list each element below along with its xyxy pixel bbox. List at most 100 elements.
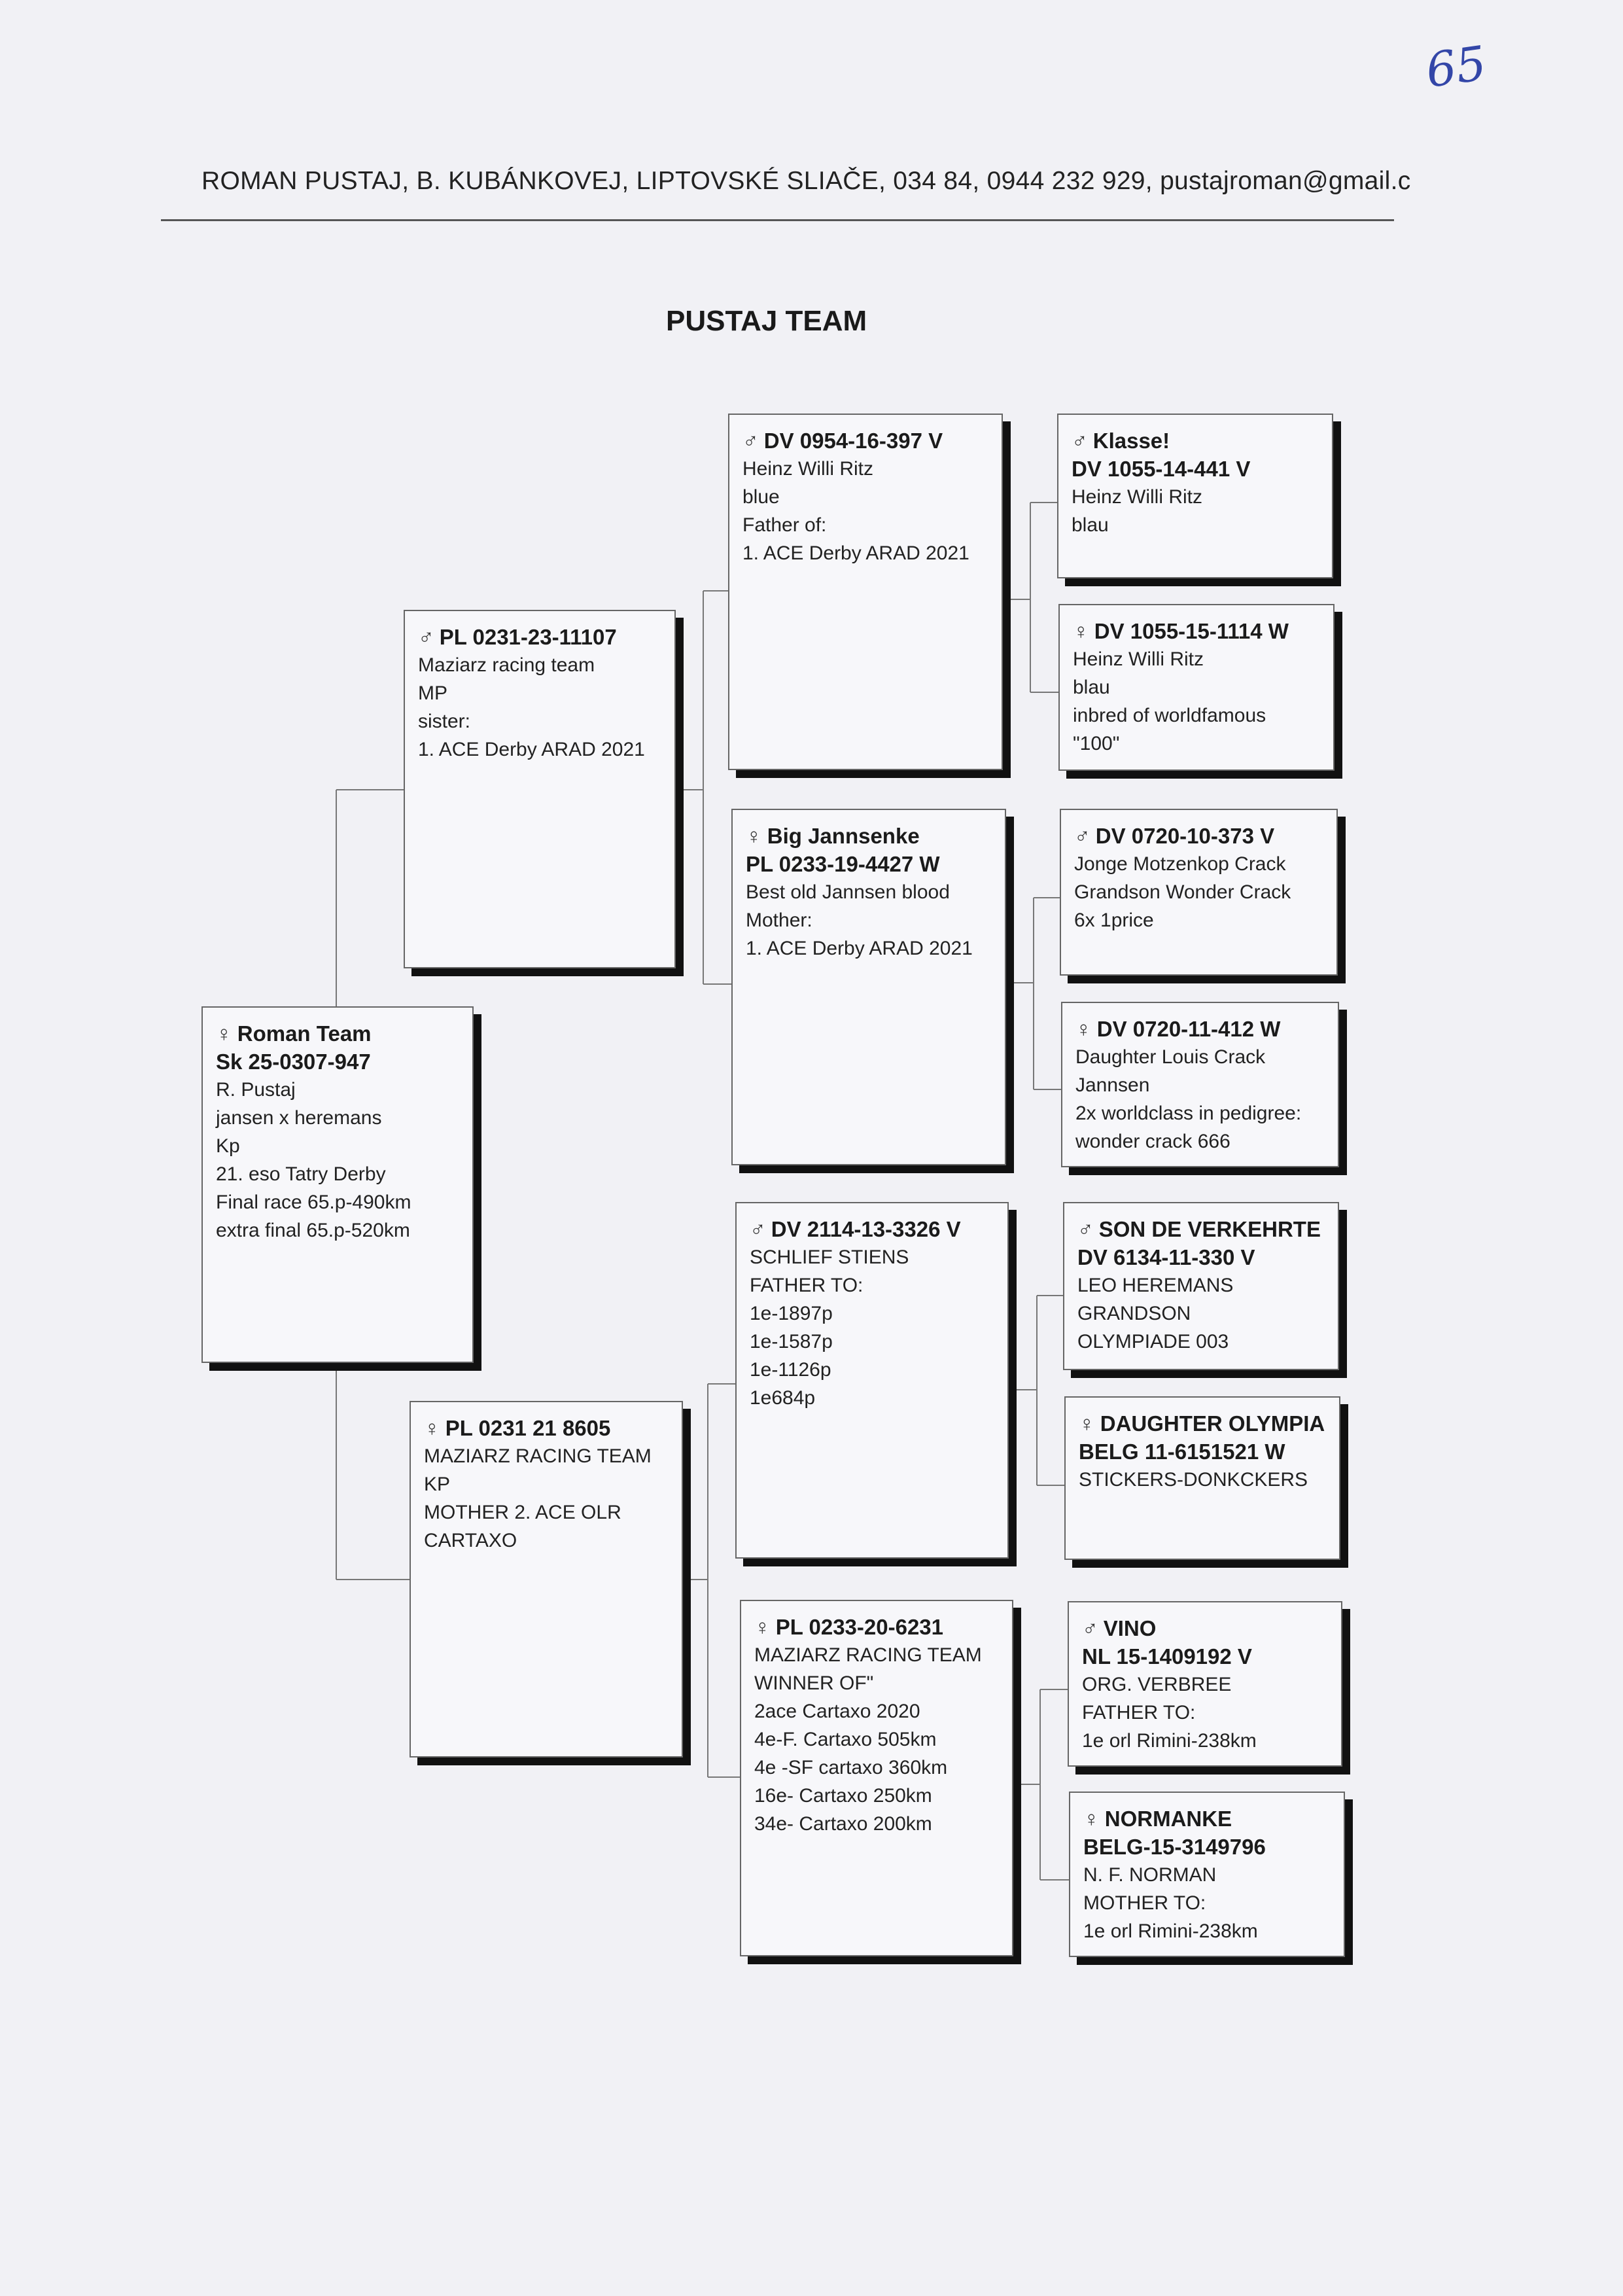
pedigree-box-dd-dam: ♀NORMANKE BELG-15-3149796 N. F. NORMAN MOTH… [1069,1792,1345,1957]
bird-info-line: 1e orl Rimini-238km [1083,1920,1258,1942]
bird-name-heading: ♀PL 0231 21 8605 [424,1414,670,1442]
bird-info-line: SCHLIEF STIENS [750,1246,909,1268]
bird-info-line: MOTHER TO: [1083,1892,1206,1914]
female-symbol-icon: ♀ [216,1021,232,1046]
bird-info-line: 21. eso Tatry Derby [216,1163,386,1185]
heading-text: DV 1055-14-441 V [1072,457,1251,481]
bird-name-heading: ♂DV 0954-16-397 V [742,427,990,455]
heading-text: DV 0954-16-397 V [763,429,943,453]
heading-text: VINO [1103,1616,1157,1640]
heading-text: PL 0231-23-11107 [439,625,617,649]
bird-info-line: inbred of worldfamous [1073,705,1266,726]
bird-info-line: Best old Jannsen blood [746,881,950,903]
male-symbol-icon: ♂ [742,429,759,453]
bird-info-line: STICKERS-DONKCKERS [1079,1469,1308,1491]
heading-text: Sk 25-0307-947 [216,1050,371,1074]
pedigree-box-dam-sire: ♂DV 2114-13-3326 V SCHLIEF STIENS FATHER T… [735,1202,1009,1559]
bird-info-line: 16e- Cartaxo 250km [754,1785,932,1807]
bird-info-line: FATHER TO: [1082,1702,1196,1723]
heading-text: DV 0720-10-373 V [1095,824,1275,848]
connector-dam [683,1383,740,1778]
bird-info-line: 34e- Cartaxo 200km [754,1813,932,1835]
male-symbol-icon: ♂ [1077,1217,1094,1241]
bird-info-line: Heinz Willi Ritz [1073,648,1204,670]
bird-info-line: MAZIARZ RACING TEAM [424,1445,652,1467]
bird-info-line: 1e-1126p [750,1359,831,1381]
bird-info-line: sister: [418,711,471,732]
bird-name-heading: ♀Roman Team [216,1019,461,1048]
bird-name-heading: ♂DV 2114-13-3326 V [750,1215,996,1243]
heading-text: PL 0233-19-4427 W [746,852,940,876]
bird-info-line: 1e orl Rimini-238km [1082,1730,1257,1752]
bird-info-line: blau [1072,514,1109,536]
ring-number: PL 0233-19-4427 W [746,850,993,878]
bird-info-line: 1e684p [750,1387,816,1409]
heading-text: NORMANKE [1104,1807,1232,1831]
bird-info-line: OLYMPIADE 003 [1077,1331,1229,1352]
bird-info-line: 4e-F. Cartaxo 505km [754,1729,937,1750]
heading-text: Big Jannsenke [767,824,920,848]
bird-info-line: N. F. NORMAN [1083,1864,1217,1886]
bird-name-heading: ♂DV 0720-10-373 V [1074,822,1325,850]
bird-name-heading: ♀DAUGHTER OLYMPIA [1079,1409,1327,1438]
ring-number: NL 15-1409192 V [1082,1642,1329,1670]
bird-name-heading: ♀DV 1055-15-1114 W [1073,617,1321,645]
female-symbol-icon: ♀ [1075,1017,1092,1041]
bird-info-line: Daughter Louis Crack [1075,1046,1266,1068]
bird-info-line: blue [742,486,780,508]
bird-info-line: FATHER TO: [750,1275,864,1296]
bird-info-line: 1e-1897p [750,1303,833,1324]
connector-sire-sire [1005,502,1058,693]
bird-info-line: Grandson Wonder Crack [1074,881,1291,903]
bird-info-line: 1. ACE Derby ARAD 2021 [418,739,645,760]
male-symbol-icon: ♂ [1074,824,1091,848]
ring-number: DV 6134-11-330 V [1077,1243,1326,1271]
bird-info-line: GRANDSON [1077,1303,1191,1324]
female-symbol-icon: ♀ [1083,1807,1100,1831]
ring-number: BELG 11-6151521 W [1079,1438,1327,1466]
heading-text: DV 2114-13-3326 V [771,1217,961,1241]
bird-info-line: WINNER OF" [754,1672,874,1694]
bird-info-line: 1. ACE Derby ARAD 2021 [746,938,973,959]
ring-number: Sk 25-0307-947 [216,1048,461,1076]
heading-text: BELG-15-3149796 [1083,1835,1266,1859]
female-symbol-icon: ♀ [1079,1411,1095,1436]
bird-info-line: Final race 65.p-490km [216,1192,411,1213]
bird-info-line: Jonge Motzenkop Crack [1074,853,1286,875]
bird-info-line: jansen x heremans [216,1107,382,1129]
bird-info-line: 2x worldclass in pedigree: [1075,1103,1302,1124]
bird-info-line: wonder crack 666 [1075,1131,1230,1152]
heading-text: DV 1055-15-1114 W [1094,619,1289,643]
bird-info-line: Heinz Willi Ritz [742,458,874,480]
bird-info-line: CARTAXO [424,1530,517,1551]
bird-info-line: Father of: [742,514,827,536]
ring-number: BELG-15-3149796 [1083,1833,1332,1861]
connector-dam-sire [1010,1295,1064,1486]
bird-name-heading: ♀DV 0720-11-412 W [1075,1015,1326,1043]
bird-info-line: 2ace Cartaxo 2020 [754,1701,920,1722]
bird-name-heading: ♂VINO [1082,1614,1329,1642]
heading-text: NL 15-1409192 V [1082,1644,1252,1669]
heading-text: DV 0720-11-412 W [1096,1017,1281,1041]
bird-info-line: LEO HEREMANS [1077,1275,1234,1296]
bird-info-line: KP [424,1474,451,1495]
bird-info-line: Jannsen [1075,1074,1150,1096]
bird-name-heading: ♂SON DE VERKEHRTE [1077,1215,1326,1243]
male-symbol-icon: ♂ [418,625,434,649]
connector-dam-dam [1015,1689,1069,1881]
connector-sire-dam [1007,897,1061,1090]
heading-text: DAUGHTER OLYMPIA [1100,1411,1325,1436]
female-symbol-icon: ♀ [746,824,762,848]
bird-info-line: "100" [1073,733,1120,754]
